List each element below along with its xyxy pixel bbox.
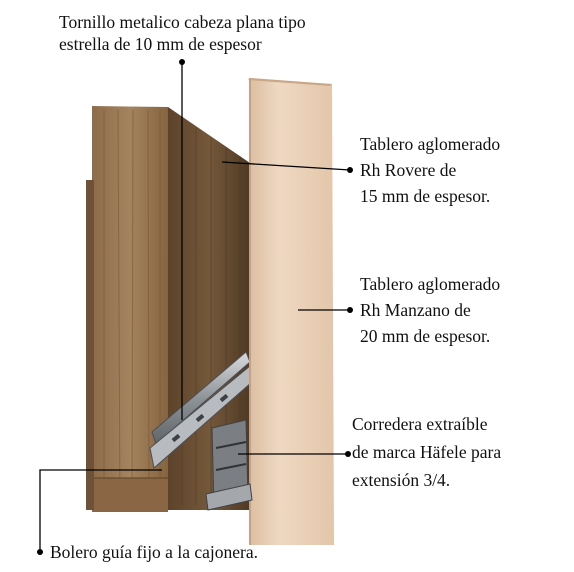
slide-label-line-1: Corredera extraíble [352, 414, 488, 434]
rovere-board-bottom-band [92, 478, 168, 512]
drawer-slide-extension [205, 419, 253, 511]
manzano-label-line-2: Rh Manzano de [360, 300, 471, 320]
manzano-board-front-face [250, 78, 334, 545]
slide-label-line-3: extensión 3/4. [352, 470, 450, 490]
leader-dots [37, 59, 353, 555]
screw-label-line-1: Tornillo metalico cabeza plana tipo [59, 12, 306, 32]
slide-foot [205, 483, 253, 511]
slide-label-line-2: de marca Häfele para [352, 442, 501, 462]
guide-label: Bolero guía fijo a la cajonera. [50, 542, 258, 562]
screw-label-line-2: estrella de 10 mm de espesor [59, 34, 262, 54]
rovere-label: Tablero aglomerado Rh Rovere de 15 mm de… [360, 134, 505, 206]
manzano-label-line-3: 20 mm de espesor. [360, 326, 490, 346]
guide-label-line-1: Bolero guía fijo a la cajonera. [50, 542, 258, 562]
rovere-label-line-1: Tablero aglomerado [360, 134, 500, 154]
rovere-board-edge [86, 180, 94, 510]
manzano-board-top-edge [248, 78, 332, 86]
rovere-label-line-3: 15 mm de espesor. [360, 186, 490, 206]
manzano-label-line-1: Tablero aglomerado [360, 274, 500, 294]
drawer-slide [149, 351, 253, 469]
screw-label: Tornillo metalico cabeza plana tipo estr… [59, 12, 310, 54]
manzano-label: Tablero aglomerado Rh Manzano de 20 mm d… [360, 274, 505, 346]
rovere-leader [221, 161, 351, 171]
leader-lines [39, 62, 351, 552]
rovere-label-line-2: Rh Rovere de [360, 160, 456, 180]
slide-label: Corredera extraíble de marca Häfele para… [352, 414, 506, 490]
manzano-board [248, 78, 334, 545]
guide-leader [39, 469, 162, 552]
slide-rail-holes [171, 393, 229, 443]
